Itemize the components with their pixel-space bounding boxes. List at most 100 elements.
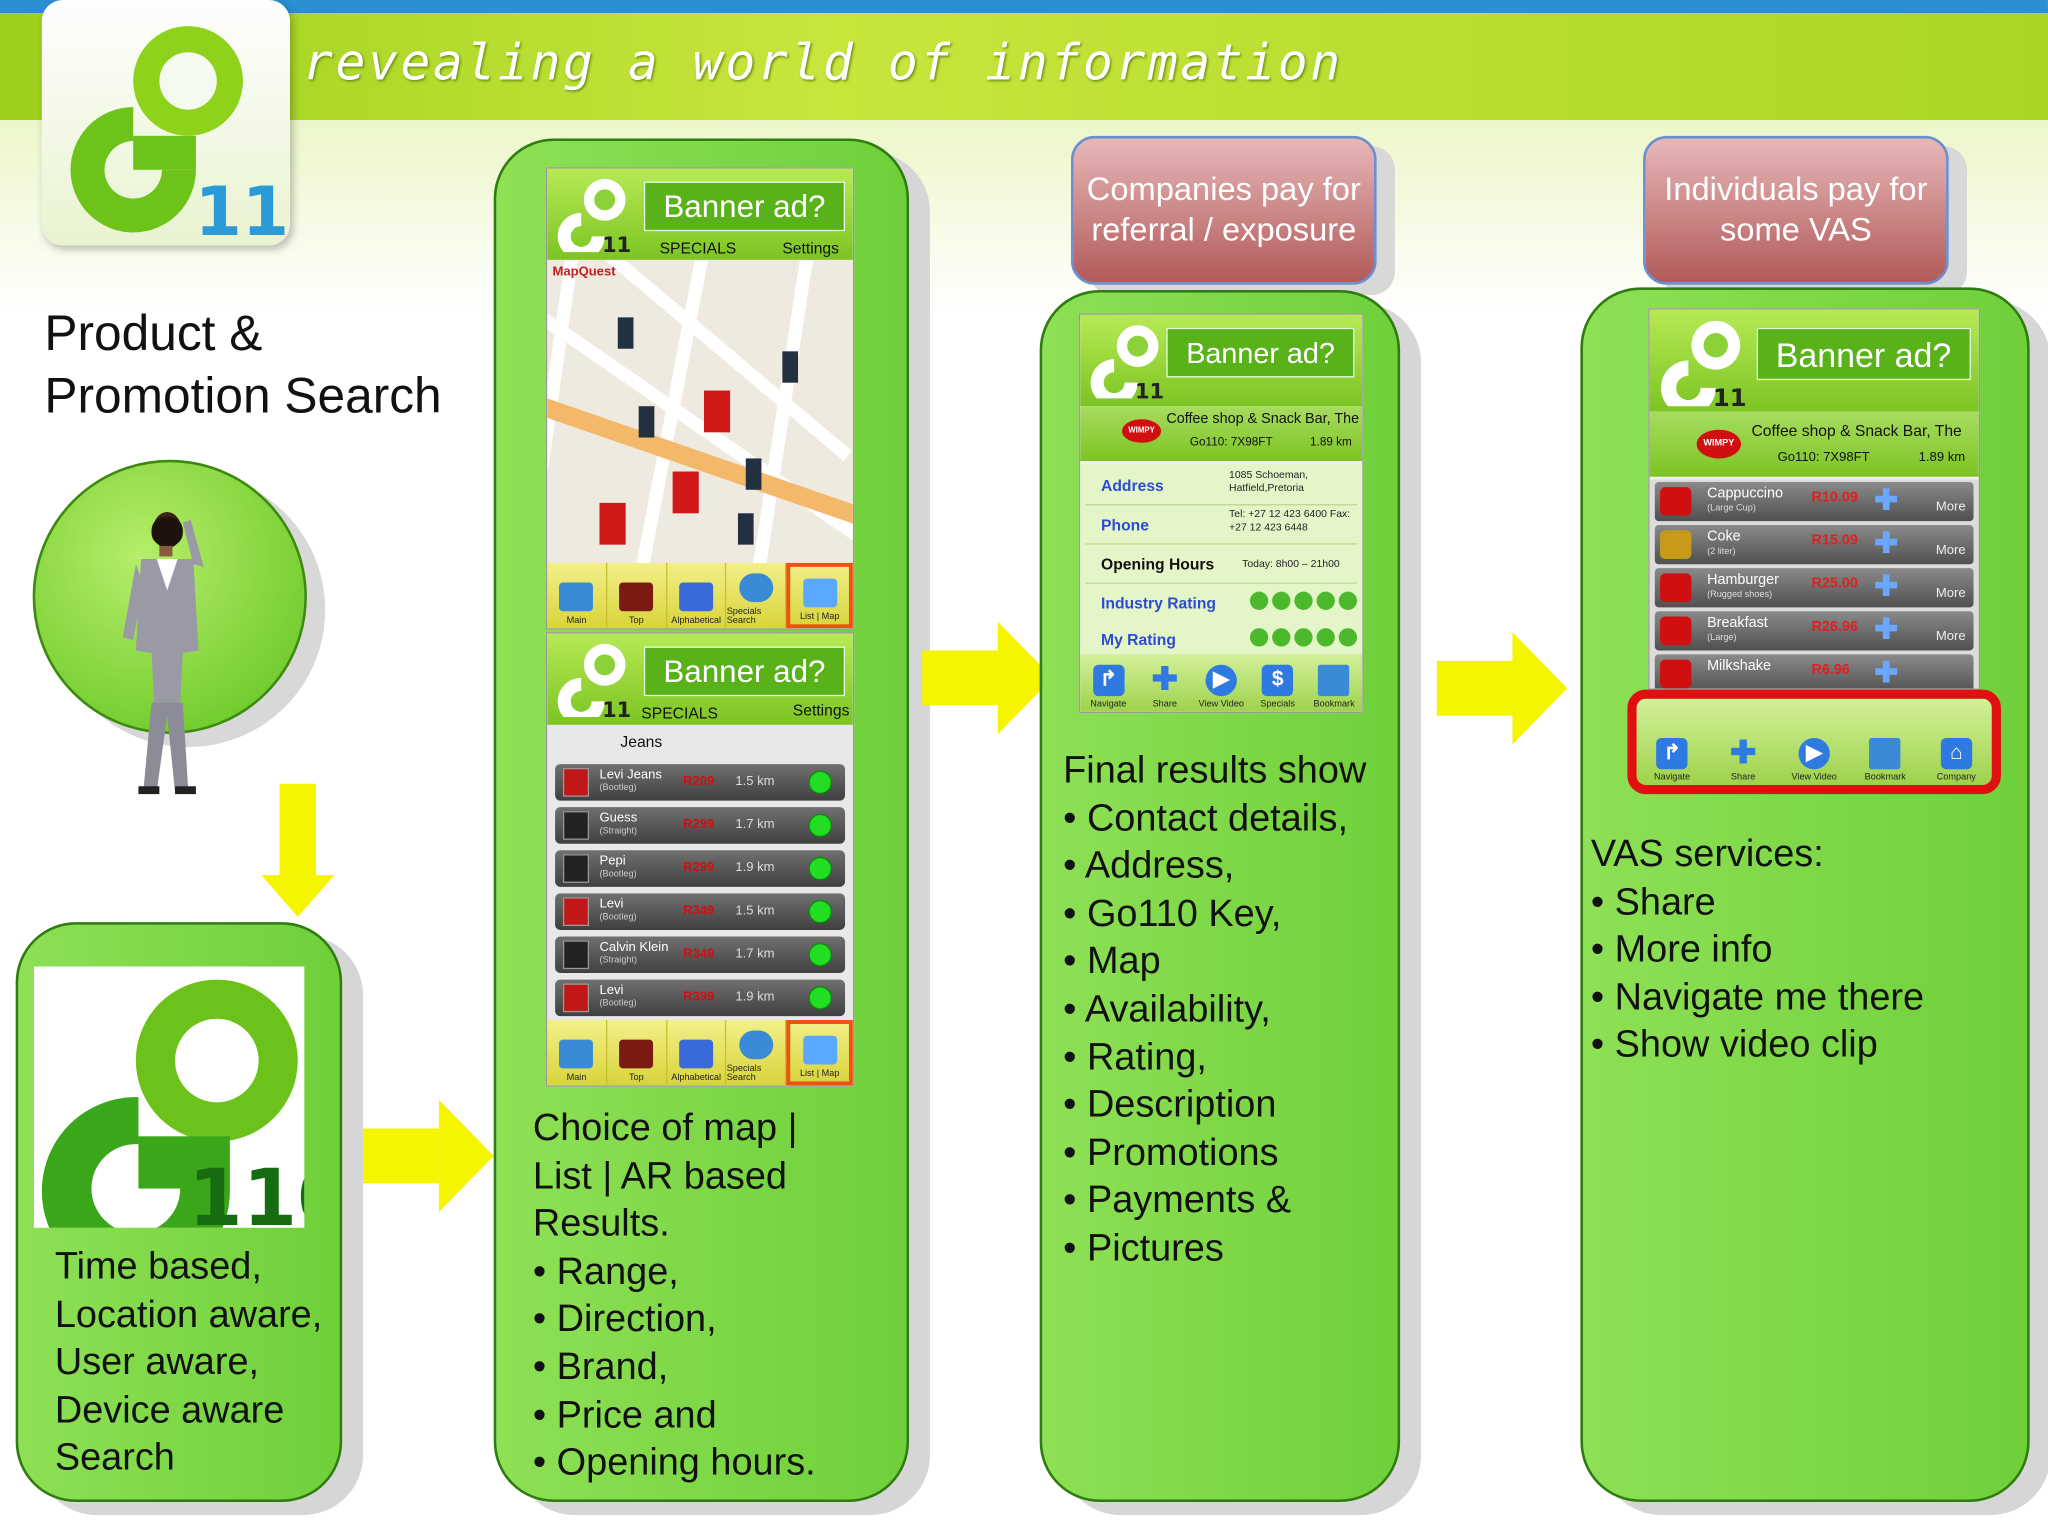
phone-header: 110 Banner ad? SPECIALS Settings — [547, 168, 853, 260]
phone-tabbar: Main Top Alphabetical Specials Search Li… — [547, 1020, 853, 1086]
go110-mini-logo-icon: 110 — [1660, 320, 1747, 407]
bookmark-button[interactable]: Bookmark — [1850, 699, 1921, 785]
go110-key: Go110: 7X98FT — [1189, 434, 1273, 448]
detail-row-my-rating[interactable]: My Rating — [1085, 620, 1358, 660]
menu-item[interactable]: Breakfast(Large)R26.96✚More — [1654, 611, 1974, 651]
menu-item[interactable]: Hamburger(Rugged shoes)R25.00✚More — [1654, 568, 1974, 608]
detail-row-industry-rating: Industry Rating — [1085, 583, 1358, 624]
panel1-text: Time based, Location aware, User aware, … — [55, 1243, 322, 1482]
banner-ad[interactable]: Banner ad? — [1166, 327, 1355, 378]
rating-dots — [1249, 591, 1358, 610]
view-video-button[interactable]: ▶View Video — [1779, 699, 1850, 785]
panel4-line: VAS services: — [1590, 833, 1824, 876]
settings-link[interactable]: Settings — [782, 239, 839, 258]
panel3-line: • Description — [1063, 1084, 1277, 1127]
panel3-line: • Availability, — [1063, 988, 1271, 1031]
tagline: revealing a world of information — [303, 33, 1343, 92]
wimpy-badge: WIMPY — [1696, 429, 1742, 459]
businesswoman-icon — [122, 511, 204, 795]
svg-text:110: 110 — [1713, 383, 1747, 406]
view-video-button[interactable]: ▶View Video — [1193, 654, 1249, 711]
panel4-text: VAS services: • Share • More info • Navi… — [1591, 831, 1924, 1070]
panel3-text: Final results show • Contact details, • … — [1063, 747, 1366, 1273]
specials-tab[interactable]: SPECIALS — [659, 239, 737, 258]
phone-list-view: 110 Banner ad? SPECIALS Settings Jeans L… — [545, 632, 855, 1087]
callout-companies-pay: Companies pay for referral / exposure — [1071, 135, 1377, 285]
go110-mini-logo-icon: 110 — [557, 178, 631, 253]
panel1-line: Location aware, — [54, 1293, 323, 1336]
panel2-text: Choice of map | List | AR based Results.… — [533, 1105, 816, 1487]
navigate-button[interactable]: ↱Navigate — [1080, 654, 1136, 711]
tab-top[interactable]: Top — [607, 1020, 667, 1086]
tab-specials-search[interactable]: Specials Search — [727, 1020, 787, 1086]
company-button[interactable]: ⌂Company — [1921, 699, 1992, 785]
panel3-line: • Promotions — [1063, 1132, 1279, 1174]
panel2-line: • Brand, — [532, 1346, 669, 1389]
panel1-line: Time based, — [54, 1246, 262, 1288]
panel3-line: • Payments & — [1063, 1179, 1292, 1222]
tab-main[interactable]: Main — [547, 1020, 608, 1086]
tab-main[interactable]: Main — [547, 562, 608, 629]
page-title: Product & Promotion Search — [44, 303, 441, 428]
vas-action-bar: ↱Navigate ✚Share ▶View Video Bookmark ⌂C… — [1637, 699, 1992, 785]
tab-list-map[interactable]: List | Map — [786, 562, 853, 629]
bookmark-button[interactable]: Bookmark — [1306, 654, 1362, 711]
top-blue-bar — [0, 0, 2048, 14]
phone-header: 110 Banner ad? SPECIALS Settings — [547, 633, 853, 725]
tab-specials-search[interactable]: Specials Search — [727, 562, 787, 629]
settings-link[interactable]: Settings — [792, 701, 850, 720]
arrow-right-icon — [363, 1099, 494, 1213]
navigate-button[interactable]: ↱Navigate — [1637, 699, 1708, 785]
panel3-line: • Go110 Key, — [1063, 893, 1282, 935]
svg-text:110: 110 — [602, 698, 631, 717]
tab-top[interactable]: Top — [607, 562, 667, 629]
vas-highlight-box: ↱Navigate ✚Share ▶View Video Bookmark ⌂C… — [1627, 689, 2001, 795]
rating-dots[interactable] — [1249, 628, 1358, 647]
banner-ad[interactable]: Banner ad? — [643, 181, 846, 232]
go110-mini-logo-icon: 110 — [557, 643, 631, 718]
tab-alphabetical[interactable]: Alphabetical — [667, 562, 727, 629]
title-line-2: Promotion Search — [44, 369, 442, 425]
panel2-line: List | AR based — [532, 1155, 787, 1198]
arrow-right-icon — [1436, 632, 1568, 745]
svg-text:110: 110 — [1135, 379, 1164, 398]
phone-menu-view: 110 Banner ad? WIMPY Coffee shop & Snack… — [1648, 308, 1981, 690]
menu-item[interactable]: Coke(2 liter)R15.09✚More — [1654, 525, 1974, 565]
panel2-line: • Opening hours. — [532, 1442, 816, 1484]
panel2-line: Choice of map | — [532, 1107, 798, 1150]
company-header: WIMPY Coffee shop & Snack Bar, The Go110… — [1080, 406, 1363, 462]
panel1-line: Search — [54, 1437, 175, 1479]
company-name: Coffee shop & Snack Bar, The — [1751, 421, 1962, 441]
arrow-right-icon — [922, 621, 1053, 735]
tab-list-map[interactable]: List | Map — [786, 1020, 853, 1086]
phone-header: 110 Banner ad? — [1080, 314, 1363, 407]
map-area[interactable]: MapQuest — [547, 259, 853, 566]
svg-text:110: 110 — [602, 233, 631, 252]
callout-individuals-pay: Individuals pay for some VAS — [1643, 135, 1949, 285]
share-button[interactable]: ✚Share — [1151, 662, 1178, 710]
banner-ad[interactable]: Banner ad? — [1756, 327, 1971, 381]
panel3-line: • Address, — [1063, 845, 1235, 888]
share-button[interactable]: ✚Share — [1729, 735, 1757, 783]
panel2-line: • Direction, — [532, 1298, 717, 1341]
svg-text:110: 110 — [188, 1153, 304, 1228]
specials-button[interactable]: $Specials — [1249, 654, 1305, 711]
panel4-line: • More info — [1590, 928, 1773, 971]
tab-alphabetical[interactable]: Alphabetical — [667, 1020, 727, 1086]
menu-item[interactable]: Cappuccino(Large Cup)R10.09✚More — [1654, 481, 1974, 522]
panel1-line: User aware, — [54, 1341, 260, 1384]
go110-large-logo-icon: 110 — [41, 979, 304, 1228]
specials-tab[interactable]: SPECIALS — [641, 703, 718, 723]
panel4-line: • Navigate me there — [1590, 976, 1925, 1019]
banner-ad[interactable]: Banner ad? — [643, 646, 846, 697]
